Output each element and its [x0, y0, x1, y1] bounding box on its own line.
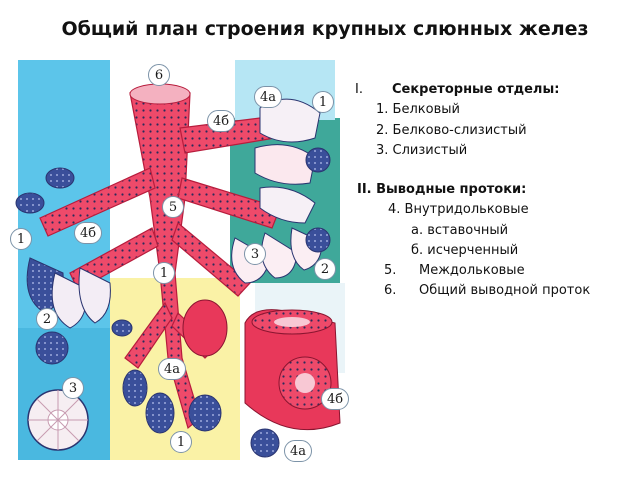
branch-right — [177, 177, 281, 229]
main-duct-opening — [129, 83, 191, 105]
label-1-bottom-badge: 1 — [170, 431, 192, 453]
acini-upper-left — [15, 167, 75, 214]
label-1-left-badge: 1 — [10, 228, 32, 250]
label-4a-mid-badge: 4а — [158, 358, 186, 380]
duct-item-5: Междольковые — [419, 263, 525, 278]
secretory-heading-number: I. — [355, 82, 363, 97]
duct-item-4a: а. вставочный — [411, 223, 509, 238]
mucous-acinus-cross-section — [27, 389, 89, 451]
label-4a-top-badge: 4а — [254, 86, 282, 108]
secretory-heading: Секреторные отделы: — [392, 82, 560, 97]
striated-duct-cross-section — [244, 309, 341, 458]
duct-item-6-number: 6. — [384, 283, 397, 298]
label-1-top-badge: 1 — [312, 91, 334, 113]
secretory-item-2: 2. Белково-слизистый — [376, 123, 527, 138]
acini-upper-right — [254, 98, 331, 224]
label-3-bottom-badge: 3 — [62, 377, 84, 399]
acini-left — [26, 257, 111, 365]
acini-bottom — [111, 319, 222, 434]
label-6-badge: 6 — [148, 64, 170, 86]
ducts-heading: II. Выводные протоки: — [357, 182, 527, 197]
duct-item-4: 4. Внутридольковые — [388, 202, 529, 217]
branch-right-low — [171, 221, 251, 297]
label-5-badge: 5 — [162, 196, 184, 218]
branch-lower-left — [124, 301, 173, 369]
branch-left — [39, 167, 156, 237]
label-4b-bottom-badge: 4б — [321, 388, 349, 410]
duct-item-6: Общий выводной проток — [419, 283, 591, 298]
label-4a-bottom-badge: 4а — [284, 440, 312, 462]
label-1-mid-badge: 1 — [153, 262, 175, 284]
page-title: Общий план строения крупных слюнных желе… — [61, 18, 589, 40]
acinus-grape-cluster — [182, 299, 228, 357]
duct-item-5-number: 5. — [384, 263, 397, 278]
acini — [15, 98, 331, 434]
label-2-left-badge: 2 — [36, 308, 58, 330]
secretory-item-1: 1. Белковый — [376, 102, 460, 117]
secretory-item-3: 3. Слизистый — [376, 143, 468, 158]
salivary-gland-illustration — [15, 60, 345, 460]
duct-item-4b: б. исчерченный — [411, 243, 519, 258]
label-4b-top-badge: 4б — [207, 110, 235, 132]
label-3-right-badge: 3 — [244, 243, 266, 265]
label-4b-left-badge: 4б — [74, 222, 102, 244]
label-2-right-badge: 2 — [314, 258, 336, 280]
